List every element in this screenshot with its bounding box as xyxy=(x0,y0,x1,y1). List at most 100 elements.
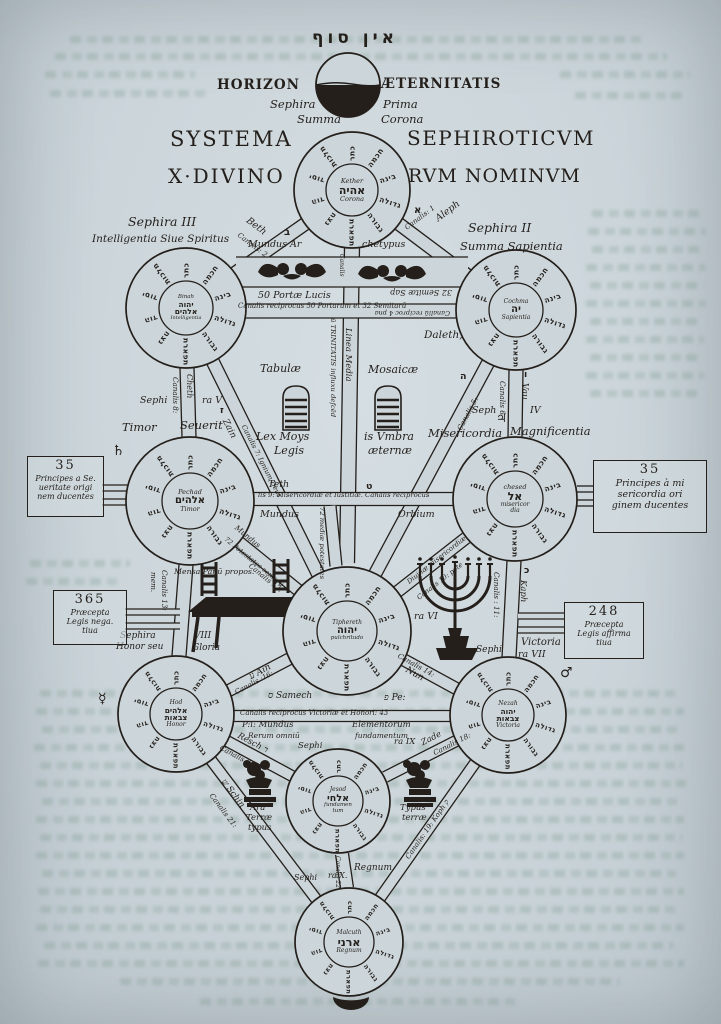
spoke-word: כתר xyxy=(186,455,195,470)
bleed-text-line xyxy=(575,92,685,99)
summa-corona-label-b: Corona xyxy=(381,112,424,126)
canal-box248-a xyxy=(518,612,564,620)
spoke-word: הוד xyxy=(299,805,313,816)
sephira-prima-label-b: Prima xyxy=(383,97,418,111)
horizon-label: HORIZON xyxy=(217,77,301,93)
canal-box35r-b xyxy=(577,499,593,507)
canal-cheth-8 xyxy=(179,367,197,438)
canal-box365-a xyxy=(125,608,180,616)
ain-soph-hebrew: אין סוף xyxy=(312,28,398,48)
canal-schin-21 xyxy=(206,756,321,903)
tablet-of-law-icon xyxy=(374,385,402,431)
title-systema: SYSTEMA xyxy=(170,127,293,151)
bleed-text-line xyxy=(586,264,706,271)
spoke-word: תפארת xyxy=(512,340,521,368)
bleed-text-line xyxy=(586,300,706,307)
spoke-word: הוד xyxy=(473,315,489,328)
spoke-word: כתר xyxy=(182,263,191,278)
bleed-text-line xyxy=(42,870,676,877)
canal-box35r-a xyxy=(577,485,593,493)
bleed-text-line xyxy=(592,246,702,253)
bleed-text-line xyxy=(588,228,706,235)
canal-kaph-11 xyxy=(501,560,522,659)
bleed-text-line xyxy=(586,372,704,379)
spoke-word: כתר xyxy=(511,453,520,468)
incense-altar-icon xyxy=(243,760,276,807)
spoke-word: הוד xyxy=(467,720,482,732)
canal-vau-6 xyxy=(507,369,524,438)
spoke-word: תפארת xyxy=(343,664,352,692)
spoke-word: תפארת xyxy=(334,829,342,853)
incense-altar-icon xyxy=(403,760,436,807)
sephira-prima-label-a: Sephira xyxy=(270,97,316,111)
spoke-word: הוד xyxy=(301,637,317,650)
bleed-text-line xyxy=(590,354,702,361)
bleed-text-line xyxy=(590,390,700,397)
canal-zain-7 xyxy=(206,358,325,578)
spoke-word: כתר xyxy=(173,671,181,685)
canal-binah-cochma-upper xyxy=(236,256,468,288)
title-x-divino: X·DIVINO xyxy=(168,164,285,188)
bleed-text-line xyxy=(36,852,684,859)
spoke-word: הוד xyxy=(310,946,324,957)
canal-binah-cochma-lower xyxy=(240,303,464,319)
spoke-word: כתר xyxy=(346,900,354,914)
spoke-word: תפארת xyxy=(172,743,180,769)
canal-bands-layer xyxy=(102,218,593,903)
bleed-text-line xyxy=(590,282,704,289)
horizon-aeternitatis-symbol xyxy=(315,52,381,118)
spoke-word: הוד xyxy=(146,506,162,519)
cherub-pair-icon xyxy=(258,263,326,280)
tablet-of-law-icon xyxy=(282,385,310,431)
bleed-text-line xyxy=(30,560,130,567)
summa-corona-label-a: Summa xyxy=(297,112,341,126)
spoke-word: תפארת xyxy=(511,530,520,558)
canal-canal-12 xyxy=(234,536,303,596)
canal-jesod-malcuth xyxy=(334,852,355,890)
canal-linea-media xyxy=(338,247,361,564)
spoke-word: תפארת xyxy=(186,532,195,560)
canal-mediae-vertical xyxy=(323,505,343,567)
bleed-text-line xyxy=(70,36,645,43)
canal-koph-19 xyxy=(374,759,481,902)
spoke-word: הוד xyxy=(135,719,150,731)
spoke-word: תפארת xyxy=(182,338,191,366)
title-sephiroticvm: SEPHIROTICVM xyxy=(407,126,596,150)
canal-box35l-a xyxy=(102,484,128,492)
spoke-word: כתר xyxy=(512,265,521,280)
spoke-word: הוד xyxy=(310,195,326,208)
bleed-text-line xyxy=(26,578,121,585)
bleed-text-line xyxy=(586,336,704,343)
canal-box35l-b xyxy=(102,498,128,506)
bleed-text-line xyxy=(42,726,678,733)
canal-ain-16 xyxy=(224,653,293,697)
bleed-text-line xyxy=(34,744,684,751)
canal-reciprocus-victoriae xyxy=(234,709,450,723)
cherub-pair-icon xyxy=(358,265,426,282)
canal-he-5 xyxy=(368,359,495,578)
spoke-word: כתר xyxy=(335,759,343,773)
crescent-moon-icon xyxy=(333,997,369,1010)
bleed-text-line xyxy=(592,210,704,217)
title-rvm-nominvm: RVM NOMINVM xyxy=(408,165,581,187)
emblem-shapes-layer xyxy=(188,52,493,1010)
canal-box248-b xyxy=(518,626,564,634)
menorah-icon xyxy=(417,555,493,660)
bleed-text-line xyxy=(50,90,210,97)
canal-box365-b xyxy=(125,622,180,630)
aeternitatis-label: ÆTERNITATIS xyxy=(381,76,502,92)
spoke-word: תפארת xyxy=(348,219,357,247)
